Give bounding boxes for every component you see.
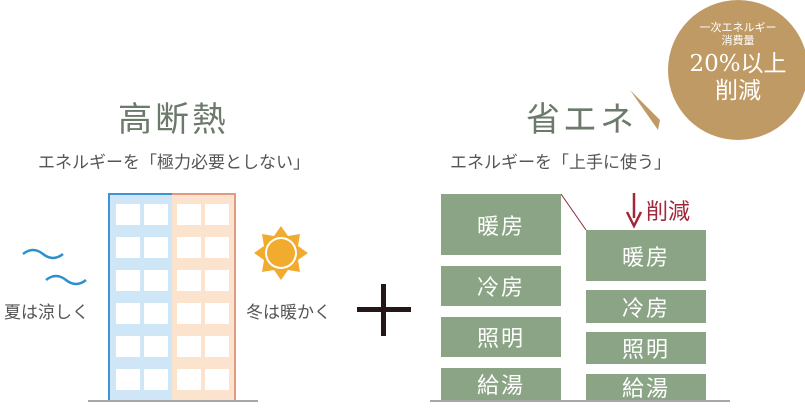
badge-line4: 削減 [715, 77, 761, 104]
window [116, 204, 140, 225]
window [177, 204, 201, 225]
plus-icon-vertical [381, 284, 386, 336]
before-block-cooling: 冷房 [441, 266, 561, 306]
right-title: 省エネ [526, 100, 637, 140]
before-block-heating: 暖房 [441, 194, 561, 255]
before-block-lighting: 照明 [441, 317, 561, 357]
window [116, 336, 140, 357]
window [116, 237, 140, 258]
right-subtitle: エネルギーを「上手に使う」 [450, 153, 671, 173]
badge-line2: 消費量 [721, 33, 755, 47]
wave-icon [22, 248, 87, 286]
building-illustration [22, 193, 308, 402]
window [177, 303, 201, 324]
window [205, 369, 229, 390]
badge-line3: 20%以上 [689, 51, 787, 78]
window [144, 303, 168, 324]
summer-label: 夏は涼しく [4, 303, 89, 323]
badge-line1: 一次エネルギー [699, 21, 777, 34]
badge-circle [668, 0, 805, 140]
window [177, 336, 201, 357]
window [116, 270, 140, 291]
after-block-lighting: 照明 [586, 332, 706, 364]
before-block-hotwater: 給湯 [441, 368, 561, 400]
window [205, 237, 229, 258]
sun-icon [254, 226, 308, 280]
window [205, 204, 229, 225]
after-block-hotwater: 給湯 [586, 374, 706, 402]
window [205, 303, 229, 324]
window [177, 270, 201, 291]
window [205, 270, 229, 291]
window [144, 204, 168, 225]
left-subtitle: エネルギーを「極力必要としない」 [38, 153, 310, 173]
after-block-heating: 暖房 [586, 230, 706, 281]
window [144, 237, 168, 258]
window [116, 303, 140, 324]
window [116, 369, 140, 390]
reduce-label: 削減 [646, 200, 691, 225]
window [205, 336, 229, 357]
window [177, 237, 201, 258]
window [144, 270, 168, 291]
window [177, 369, 201, 390]
after-block-cooling: 冷房 [586, 290, 706, 323]
down-arrow-icon [625, 211, 643, 229]
badge: 一次エネルギー 消費量 20%以上 削減 [668, 21, 805, 104]
window [144, 336, 168, 357]
winter-label: 冬は暖かく [246, 303, 331, 323]
left-title: 高断熱 [118, 100, 229, 140]
window [144, 369, 168, 390]
